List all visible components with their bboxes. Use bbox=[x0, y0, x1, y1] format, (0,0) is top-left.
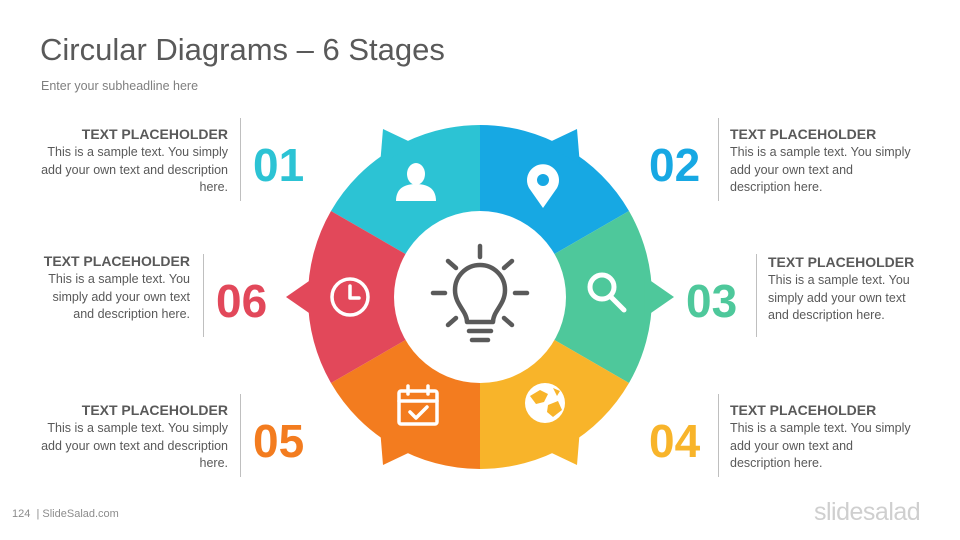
page-subtitle: Enter your subheadline here bbox=[41, 79, 199, 93]
page-number: 124 bbox=[12, 508, 31, 520]
stage-06-description: This is a sample text. You simply add yo… bbox=[48, 272, 190, 321]
globe-icon bbox=[525, 383, 565, 423]
stage-06-pointer bbox=[286, 276, 316, 318]
stage-04-number: 04 bbox=[649, 415, 701, 467]
stage-04-description: This is a sample text. You simply add yo… bbox=[730, 421, 911, 470]
stage-05-heading: TEXT PLACEHOLDER bbox=[81, 402, 228, 418]
stage-03-text: TEXT PLACEHOLDER This is a sample text. … bbox=[768, 253, 928, 325]
stage-03-number: 03 bbox=[686, 275, 738, 327]
stage-06-text: TEXT PLACEHOLDER This is a sample text. … bbox=[0, 252, 190, 324]
brand-logo: slidesalad bbox=[814, 498, 921, 526]
stage-03-pointer bbox=[644, 276, 674, 318]
stage-06-heading: TEXT PLACEHOLDER bbox=[43, 253, 190, 269]
stage-03-divider bbox=[756, 254, 757, 337]
stage-01-pointer bbox=[380, 129, 416, 165]
stage-02-pointer bbox=[544, 129, 580, 165]
lightbulb-icon bbox=[430, 243, 530, 343]
stage-01-text: TEXT PLACEHOLDER This is a sample text. … bbox=[28, 125, 228, 197]
footer: 124 | SlideSalad.com bbox=[12, 508, 119, 520]
stage-06-divider bbox=[203, 254, 204, 337]
stage-06-number: 06 bbox=[216, 275, 268, 327]
stage-02-text: TEXT PLACEHOLDER This is a sample text. … bbox=[730, 125, 915, 197]
footer-site: | SlideSalad.com bbox=[36, 508, 119, 520]
stage-03-description: This is a sample text. You simply add yo… bbox=[768, 273, 910, 322]
stage-04-pointer bbox=[544, 429, 580, 465]
stage-02-number: 02 bbox=[649, 139, 701, 191]
stage-05-text: TEXT PLACEHOLDER This is a sample text. … bbox=[28, 401, 228, 473]
stage-02-description: This is a sample text. You simply add yo… bbox=[730, 145, 911, 194]
wheel-center bbox=[394, 211, 566, 383]
stage-01-divider bbox=[240, 118, 241, 201]
stage-01-description: This is a sample text. You simply add yo… bbox=[41, 145, 228, 194]
search-icon bbox=[587, 272, 627, 313]
calendar-check-icon bbox=[397, 384, 439, 426]
stage-03-heading: TEXT PLACEHOLDER bbox=[768, 254, 915, 270]
stage-02-heading: TEXT PLACEHOLDER bbox=[730, 126, 877, 142]
map-pin-icon bbox=[527, 164, 559, 208]
stage-04-text: TEXT PLACEHOLDER This is a sample text. … bbox=[730, 401, 915, 473]
clock-icon bbox=[330, 277, 370, 317]
stage-01-number: 01 bbox=[253, 139, 305, 191]
stage-05-description: This is a sample text. You simply add yo… bbox=[41, 421, 228, 470]
stage-05-number: 05 bbox=[253, 415, 305, 467]
stage-02-divider bbox=[718, 118, 719, 201]
stage-04-divider bbox=[718, 394, 719, 477]
stage-05-pointer bbox=[380, 429, 416, 465]
stage-04-heading: TEXT PLACEHOLDER bbox=[730, 402, 877, 418]
user-icon bbox=[396, 163, 436, 201]
stage-01-heading: TEXT PLACEHOLDER bbox=[81, 126, 228, 142]
stage-05-divider bbox=[240, 394, 241, 477]
page-title: Circular Diagrams – 6 Stages bbox=[40, 32, 445, 67]
